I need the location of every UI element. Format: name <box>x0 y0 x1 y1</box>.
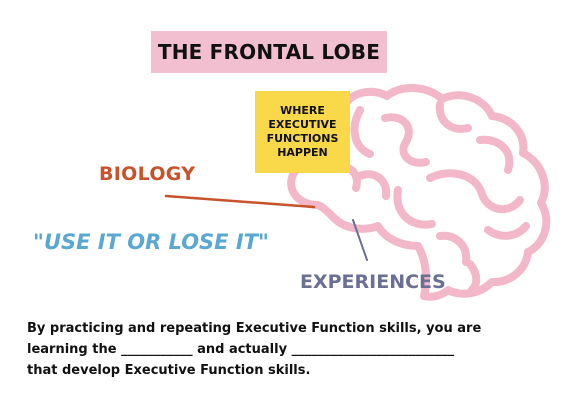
callout-line: WHERE <box>280 104 325 117</box>
callout-line: FUNCTIONS <box>266 132 339 145</box>
biology-label: BIOLOGY <box>99 163 196 185</box>
brain-fold <box>426 169 524 213</box>
paragraph-line: that develop Executive Function skills. <box>27 363 311 378</box>
page-title-text: THE FRONTAL LOBE <box>157 40 381 64</box>
brain-fold <box>356 170 391 200</box>
callout-line: EXECUTIVE <box>268 118 337 131</box>
fill-in-paragraph: By practicing and repeating Executive Fu… <box>27 318 557 381</box>
callout-line: HAPPEN <box>277 146 328 159</box>
paragraph-line: By practicing and repeating Executive Fu… <box>27 321 482 336</box>
page-title: THE FRONTAL LOBE <box>151 31 387 73</box>
executive-functions-callout: WHERE EXECUTIVE FUNCTIONS HAPPEN <box>255 91 350 173</box>
experiences-pointer-line <box>352 219 368 261</box>
brain-fold <box>381 113 430 167</box>
brain-fold <box>436 231 471 266</box>
brain-fold <box>393 186 436 229</box>
brain-fold <box>484 222 530 240</box>
brain-fold <box>466 260 481 294</box>
brain-fold <box>476 135 514 174</box>
experiences-label: EXPERIENCES <box>300 271 446 293</box>
use-it-or-lose-it-label: "USE IT OR LOSE IT" <box>33 230 269 254</box>
brain-fold <box>435 100 472 133</box>
biology-pointer-line <box>164 194 316 209</box>
brain-fold <box>350 106 374 158</box>
paragraph-line: learning the ___________ and actually __… <box>27 342 455 357</box>
